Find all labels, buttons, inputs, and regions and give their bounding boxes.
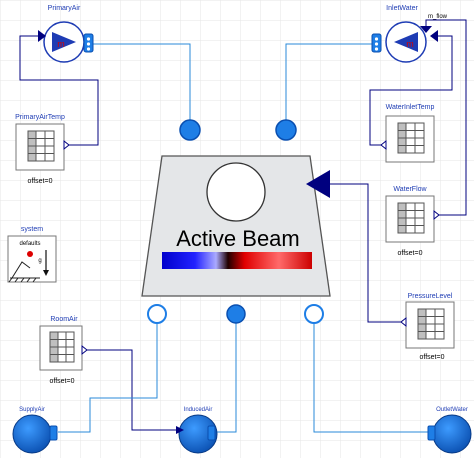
beam-induction-circle [206,162,266,222]
room-air-label: RoomAir [50,316,78,323]
induced-air-port-icon[interactable] [207,425,216,441]
induced-air-sphere-icon [178,414,218,454]
water-inlet-temp-block[interactable]: WaterInletTemp [380,104,435,163]
outlet-water-port-icon[interactable] [427,425,436,441]
connection-room-air[interactable] [82,349,180,431]
system-frame [7,235,57,283]
output-port-icon[interactable] [380,139,387,151]
connection-primary-air[interactable] [92,43,191,130]
output-port-icon[interactable] [81,344,88,356]
induced-air-label: InducedAir [184,407,213,413]
primary-air-m-symbol: m [57,39,65,49]
connection-pressure-level[interactable] [330,183,406,323]
output-port-icon[interactable] [433,209,440,221]
connection-inlet-water[interactable] [285,43,372,130]
output-port-icon[interactable] [400,316,407,328]
connections [19,19,467,433]
supply-air-port-icon[interactable] [49,425,58,441]
port-dot [374,37,379,41]
connection-supply-air[interactable] [58,314,158,433]
table-icon [417,308,445,340]
primary-air-temp-block[interactable]: PrimaryAirTemp offset=0 [15,114,70,185]
supply-air-boundary[interactable]: SupplyAir [12,407,58,454]
system-g-label: g [38,258,41,264]
primary-air-temp-param: offset=0 [28,178,53,185]
water-flow-label: WaterFlow [393,186,427,193]
beam-water-inlet-port[interactable] [275,119,297,141]
port-dot [86,47,91,51]
beam-air-outlet-port[interactable] [147,304,167,324]
connection-primary-air-temp[interactable] [19,35,99,146]
connection-induced-air[interactable] [214,316,237,433]
beam-title: Active Beam [176,226,300,251]
beam-signal-input-icon[interactable] [306,170,330,198]
table-icon [397,122,425,154]
output-port-icon[interactable] [63,139,70,151]
table-icon [27,130,55,162]
inlet-water-input-icon[interactable] [430,30,438,42]
system-label: system [21,226,43,233]
inlet-water-mflow-label: m_flow [428,14,448,20]
table-icon [397,202,425,234]
room-air-param: offset=0 [50,378,75,385]
inlet-water-label: InletWater [386,5,418,12]
beam-induced-air-port[interactable] [226,304,246,324]
inlet-water-source[interactable]: InletWater m_flow m [371,5,448,63]
primary-air-input-icon[interactable] [38,30,46,42]
system-block[interactable]: system defaults g [7,226,57,283]
outlet-water-label: OutletWater [436,407,468,413]
pump-triangle-icon [394,32,418,52]
beam-air-inlet-port[interactable] [179,119,201,141]
supply-air-label: SupplyAir [19,407,45,413]
system-defaults-text: defaults [19,241,40,247]
induced-air-boundary[interactable]: InducedAir [176,407,218,454]
port-dot [374,47,379,51]
room-air-block[interactable]: RoomAir offset=0 [39,316,88,385]
inlet-water-mflow-input-icon[interactable] [420,26,432,33]
water-inlet-temp-label: WaterInletTemp [386,104,435,111]
beam-heat-bar [162,252,312,269]
table-icon [49,331,75,363]
inlet-water-m-symbol: m [406,39,414,49]
pressure-level-label: PressureLevel [408,293,453,300]
pressure-level-block[interactable]: PressureLevel offset=0 [400,293,455,361]
primary-air-label: PrimaryAir [48,5,81,12]
connection-water-flow[interactable] [425,19,467,216]
outlet-water-sphere-icon [432,414,472,454]
primary-air-temp-label: PrimaryAirTemp [15,114,65,121]
active-beam-block[interactable]: Active Beam [141,155,331,297]
primary-air-source[interactable]: PrimaryAir m [38,5,94,63]
connection-outlet-water[interactable] [313,314,428,433]
port-dot [86,37,91,41]
beam-water-outlet-port[interactable] [304,304,324,324]
water-flow-param: offset=0 [398,250,423,257]
port-dot [374,42,379,46]
outlet-water-boundary[interactable]: OutletWater [427,407,472,454]
gravity-arrow-icon [43,270,49,276]
port-dot [86,42,91,46]
system-ground-icon [8,250,49,283]
connection-water-inlet-temp[interactable] [369,35,453,146]
induced-air-input-icon[interactable] [176,426,184,434]
gravity-dot-icon [27,251,33,257]
pump-triangle-icon [52,32,76,52]
water-flow-block[interactable]: WaterFlow offset=0 [385,186,440,257]
supply-air-sphere-icon [12,414,52,454]
pressure-level-param: offset=0 [420,354,445,361]
